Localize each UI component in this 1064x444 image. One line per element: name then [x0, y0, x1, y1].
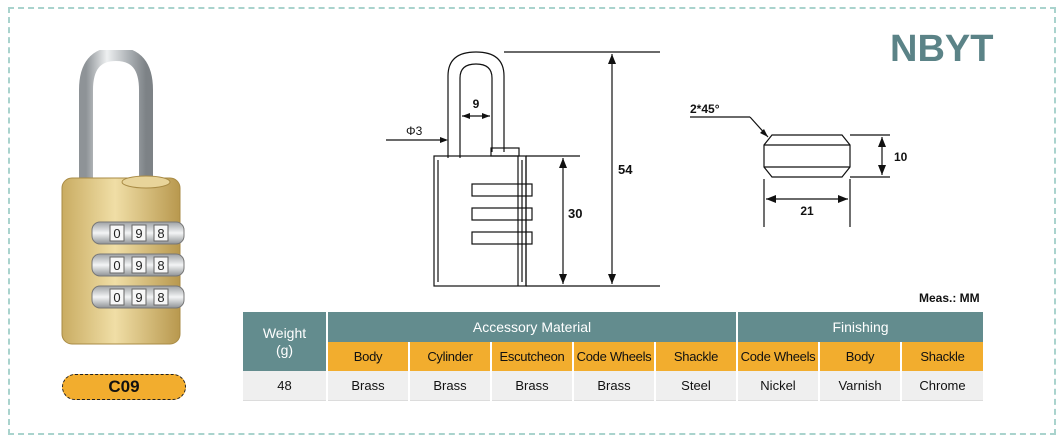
shackle-shape: [79, 50, 153, 190]
col-header-finish-body: Body: [819, 342, 902, 371]
code-wheels-material: Brass: [573, 371, 656, 401]
dimension-label: 54: [618, 162, 633, 177]
brand-logo: NBYT: [890, 28, 994, 70]
table-row: 48 Brass Brass Brass Brass Steel Nickel …: [243, 371, 983, 401]
shackle-finish: Chrome: [901, 371, 983, 401]
escutcheon-material: Brass: [491, 371, 574, 401]
dimension-label: Φ3: [406, 124, 423, 138]
accessory-material-header: Accessory Material: [327, 312, 738, 342]
dimension-label: 21: [800, 204, 814, 218]
finishing-header: Finishing: [737, 312, 983, 342]
col-header-finish-code-wheels: Code Wheels: [737, 342, 820, 371]
wheel-digit: 9: [135, 226, 142, 241]
shackle-material: Steel: [655, 371, 738, 401]
wheel-row-2: 0 9 8: [91, 253, 185, 277]
body-material: Brass: [327, 371, 410, 401]
body-finish: Varnish: [819, 371, 902, 401]
cylinder-top: [121, 175, 171, 189]
dashed-frame: [8, 7, 1056, 435]
wheel-row-1: 0 9 8: [91, 221, 185, 245]
wheel-digit: 0: [113, 290, 120, 305]
wheel-digit: 9: [135, 258, 142, 273]
dimension-label: 10: [894, 150, 908, 164]
padlock-product-image: 0 9 8 0 9 8 0 9 8: [61, 50, 185, 345]
col-header-finish-shackle: Shackle: [901, 342, 983, 371]
section-drawing: 2*45° 10 21: [690, 102, 908, 227]
col-header-body: Body: [327, 342, 410, 371]
spec-table: Weight (g) Accessory Material Finishing …: [243, 312, 983, 401]
shackle-outline: [447, 51, 505, 158]
col-header-cylinder: Cylinder: [409, 342, 492, 371]
dimension-label: 2*45°: [690, 102, 720, 116]
wheel-digit: 0: [113, 258, 120, 273]
dimension-label: 30: [568, 206, 582, 221]
dimension-label: 9: [473, 97, 480, 111]
model-badge: C09: [62, 374, 186, 400]
weight-header: Weight (g): [243, 312, 328, 371]
wheel-digit: 0: [113, 226, 120, 241]
wheel-digit: 8: [157, 258, 164, 273]
wheel-digit: 8: [157, 290, 164, 305]
dimension-drawing: Φ3 9 54 30: [386, 51, 660, 287]
body-outline: [433, 155, 527, 287]
section-outline: [763, 134, 851, 178]
measure-unit-label: Meas.: MM: [919, 291, 980, 305]
code-wheels-finish: Nickel: [737, 371, 820, 401]
cylinder-material: Brass: [409, 371, 492, 401]
weight-value: 48: [243, 371, 328, 401]
col-header-escutcheon: Escutcheon: [491, 342, 574, 371]
col-header-code-wheels: Code Wheels: [573, 342, 656, 371]
wheel-row-3: 0 9 8: [91, 285, 185, 309]
wheel-digit: 9: [135, 290, 142, 305]
wheel-digit: 8: [157, 226, 164, 241]
col-header-shackle: Shackle: [655, 342, 738, 371]
